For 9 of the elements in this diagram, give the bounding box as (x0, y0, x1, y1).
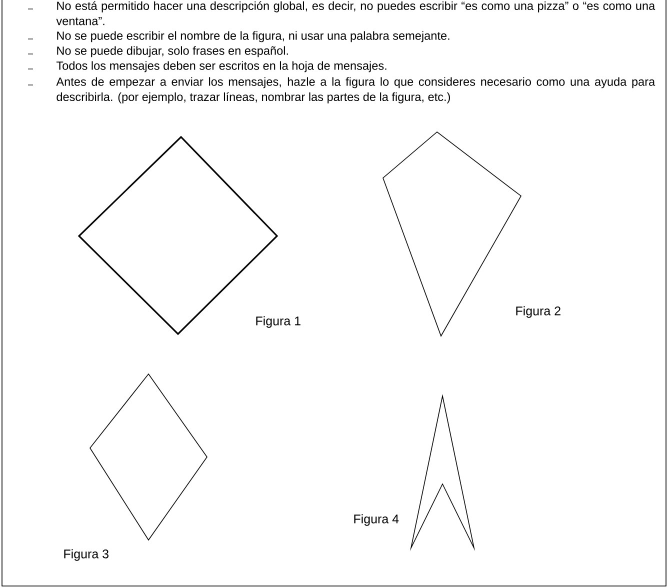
rule-text: No se puede escribir el nombre de la figura, ni usar una palabra semejante. (57, 31, 450, 42)
figure-caption: Figura 2 (516, 306, 560, 318)
figure-caption: Figura 3 (64, 549, 108, 561)
rule-text: No se puede dibujar, solo frases en español. (57, 46, 288, 58)
rule-text: No está permitido hacer una descripción global, es decir, no puedes escribir “es como una pizza” o “es como una ventana”. (56, 1, 656, 26)
rule-text: Antes de empezar a enviar los mensajes, hazle a la figura lo que consideres necesario como una ayuda para describirla. (por ejemplo, trazar líneas, nombrar las partes de la figura, etc.) (56, 77, 656, 104)
rule-text: Todos los mensajes deben ser escritos en la hoja de mensajes. (56, 61, 386, 72)
figure-caption: Figura 1 (256, 316, 300, 328)
figure-caption: Figura 4 (354, 514, 399, 526)
